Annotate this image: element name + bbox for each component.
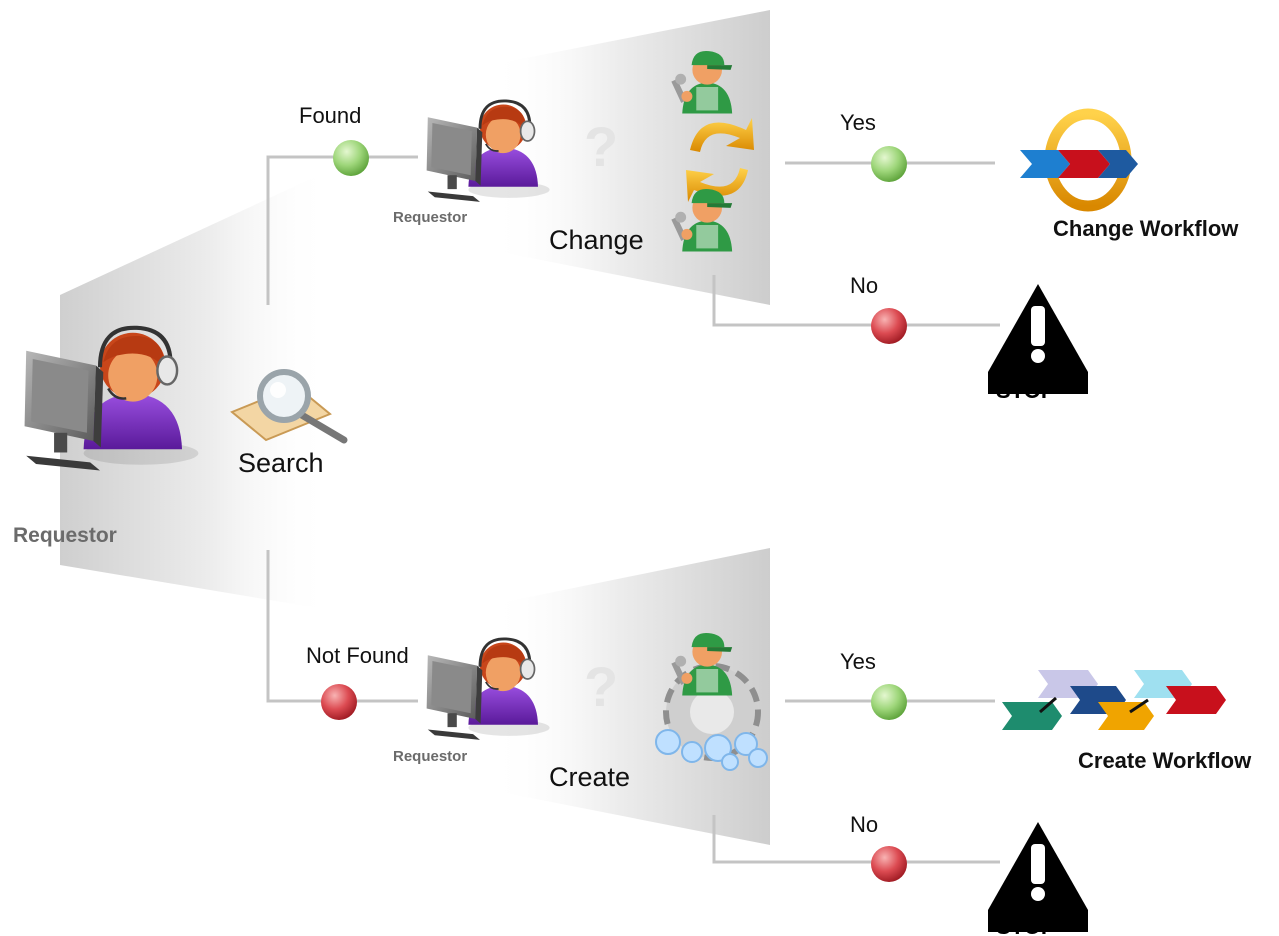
change-workflow-label: Change Workflow: [1053, 216, 1239, 241]
search-step: Search: [230, 369, 348, 478]
create-workflow-label: Create Workflow: [1078, 748, 1252, 773]
create-label: Create: [549, 762, 630, 792]
magnifier-icon: [230, 369, 348, 444]
create-icon: [655, 632, 768, 771]
change-label: Change: [549, 225, 644, 255]
change-yes-label: Yes: [840, 110, 876, 135]
requestor-main: Requestor: [13, 328, 198, 547]
connector-not-found: [266, 550, 418, 703]
cycle-arrow-icon: [686, 168, 748, 202]
change-spotlight: [490, 10, 770, 305]
create-yes-label: Yes: [840, 649, 876, 674]
change-icon: [671, 50, 754, 252]
node-change-yes: [871, 146, 907, 182]
svg-text:STOP: STOP: [996, 914, 1056, 936]
found-label: Found: [299, 103, 361, 128]
requestor-spotlight: [60, 170, 330, 610]
node-change-no: [871, 308, 907, 344]
node-create-yes: [871, 684, 907, 720]
create-workflow-icon: [1002, 670, 1226, 730]
create-spotlight: [490, 548, 770, 845]
svg-text:STOP: STOP: [996, 378, 1056, 403]
cycle-arrow-icon: [690, 118, 754, 152]
not-found-requestor: Requestor: [393, 637, 552, 765]
not-found-label: Not Found: [306, 643, 409, 668]
change-workflow-icon: [1020, 108, 1138, 212]
node-found: [333, 140, 369, 176]
stop-warning-icon: STOP: [988, 284, 1088, 403]
bubbles-icon: [655, 729, 768, 771]
found-requestor: Requestor: [393, 99, 552, 226]
change-question-mark: ?: [584, 115, 618, 178]
change-no-label: No: [850, 273, 878, 298]
search-label: Search: [238, 448, 324, 478]
not-found-requestor-label: Requestor: [393, 748, 467, 765]
found-requestor-label: Requestor: [393, 209, 467, 226]
stop-warning-icon: STOP: [988, 822, 1088, 936]
requestor-label: Requestor: [13, 524, 117, 547]
create-question-mark: ?: [584, 655, 618, 718]
node-create-no: [871, 846, 907, 882]
node-not-found: [321, 684, 357, 720]
create-no-label: No: [850, 812, 878, 837]
